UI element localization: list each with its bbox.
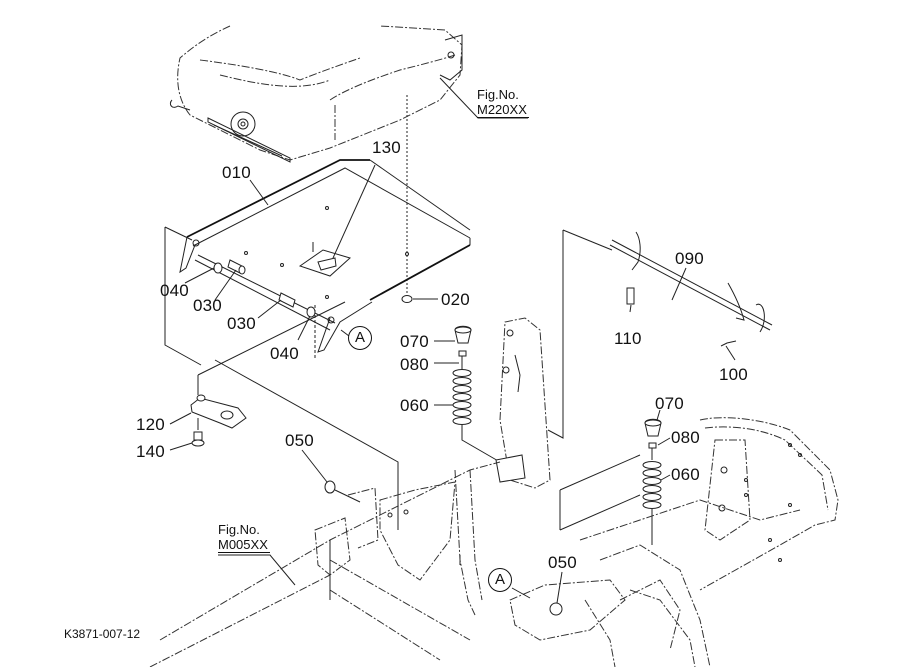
part-label-020[interactable]: 020 bbox=[441, 290, 470, 309]
part-label-060-right[interactable]: 060 bbox=[671, 465, 700, 484]
document-id: K3871-007-12 bbox=[64, 627, 141, 641]
part-label-140[interactable]: 140 bbox=[136, 442, 165, 461]
part-label-050-upper[interactable]: 050 bbox=[285, 431, 314, 450]
lever-rod-drawing bbox=[609, 231, 773, 347]
part-label-050-lower[interactable]: 050 bbox=[548, 553, 577, 572]
pins-washers bbox=[213, 259, 316, 318]
part-label-030-lower[interactable]: 030 bbox=[227, 314, 256, 333]
leader-lines bbox=[169, 164, 736, 604]
seat-base-plate-drawing bbox=[179, 159, 471, 353]
stay-plate-drawing bbox=[190, 394, 247, 447]
spring-stack-right bbox=[642, 418, 662, 545]
part-label-100[interactable]: 100 bbox=[719, 365, 748, 384]
fig-ref-seat-code: M220XX bbox=[477, 102, 529, 118]
part-label-120[interactable]: 120 bbox=[136, 415, 165, 434]
connector-mark-a-lower: A bbox=[488, 568, 512, 592]
fig-ref-seat: Fig.No. M220XX bbox=[477, 87, 529, 118]
part-label-080-left[interactable]: 080 bbox=[400, 355, 429, 374]
part-label-040-upper[interactable]: 040 bbox=[160, 281, 189, 300]
part-label-040-lower[interactable]: 040 bbox=[270, 344, 299, 363]
part-label-110[interactable]: 110 bbox=[614, 329, 642, 348]
assembly-phantom-lines bbox=[164, 226, 613, 565]
spring-stack-left bbox=[452, 325, 501, 463]
connector-mark-a-upper: A bbox=[348, 326, 372, 350]
part-label-080-right[interactable]: 080 bbox=[671, 428, 700, 447]
part-label-090[interactable]: 090 bbox=[675, 249, 704, 268]
part-label-070-left[interactable]: 070 bbox=[400, 332, 429, 351]
rubber-stop-upper-shape bbox=[324, 480, 336, 494]
part-label-070-right[interactable]: 070 bbox=[655, 394, 684, 413]
part-label-060-left[interactable]: 060 bbox=[400, 396, 429, 415]
fig-ref-frame-code: M005XX bbox=[218, 537, 270, 553]
part-label-130[interactable]: 130 bbox=[372, 138, 401, 157]
seat-drawing bbox=[169, 25, 528, 298]
part-label-010[interactable]: 010 bbox=[222, 163, 251, 182]
fig-ref-frame-label: Fig.No. bbox=[218, 522, 260, 537]
nut-020 bbox=[401, 295, 413, 303]
fig-ref-frame: Fig.No. M005XX bbox=[218, 522, 270, 553]
part-label-030-upper[interactable]: 030 bbox=[193, 296, 222, 315]
frame-drawing bbox=[149, 317, 839, 667]
fig-ref-seat-label: Fig.No. bbox=[477, 87, 519, 102]
rubber-stop-lower-shape bbox=[549, 602, 563, 616]
